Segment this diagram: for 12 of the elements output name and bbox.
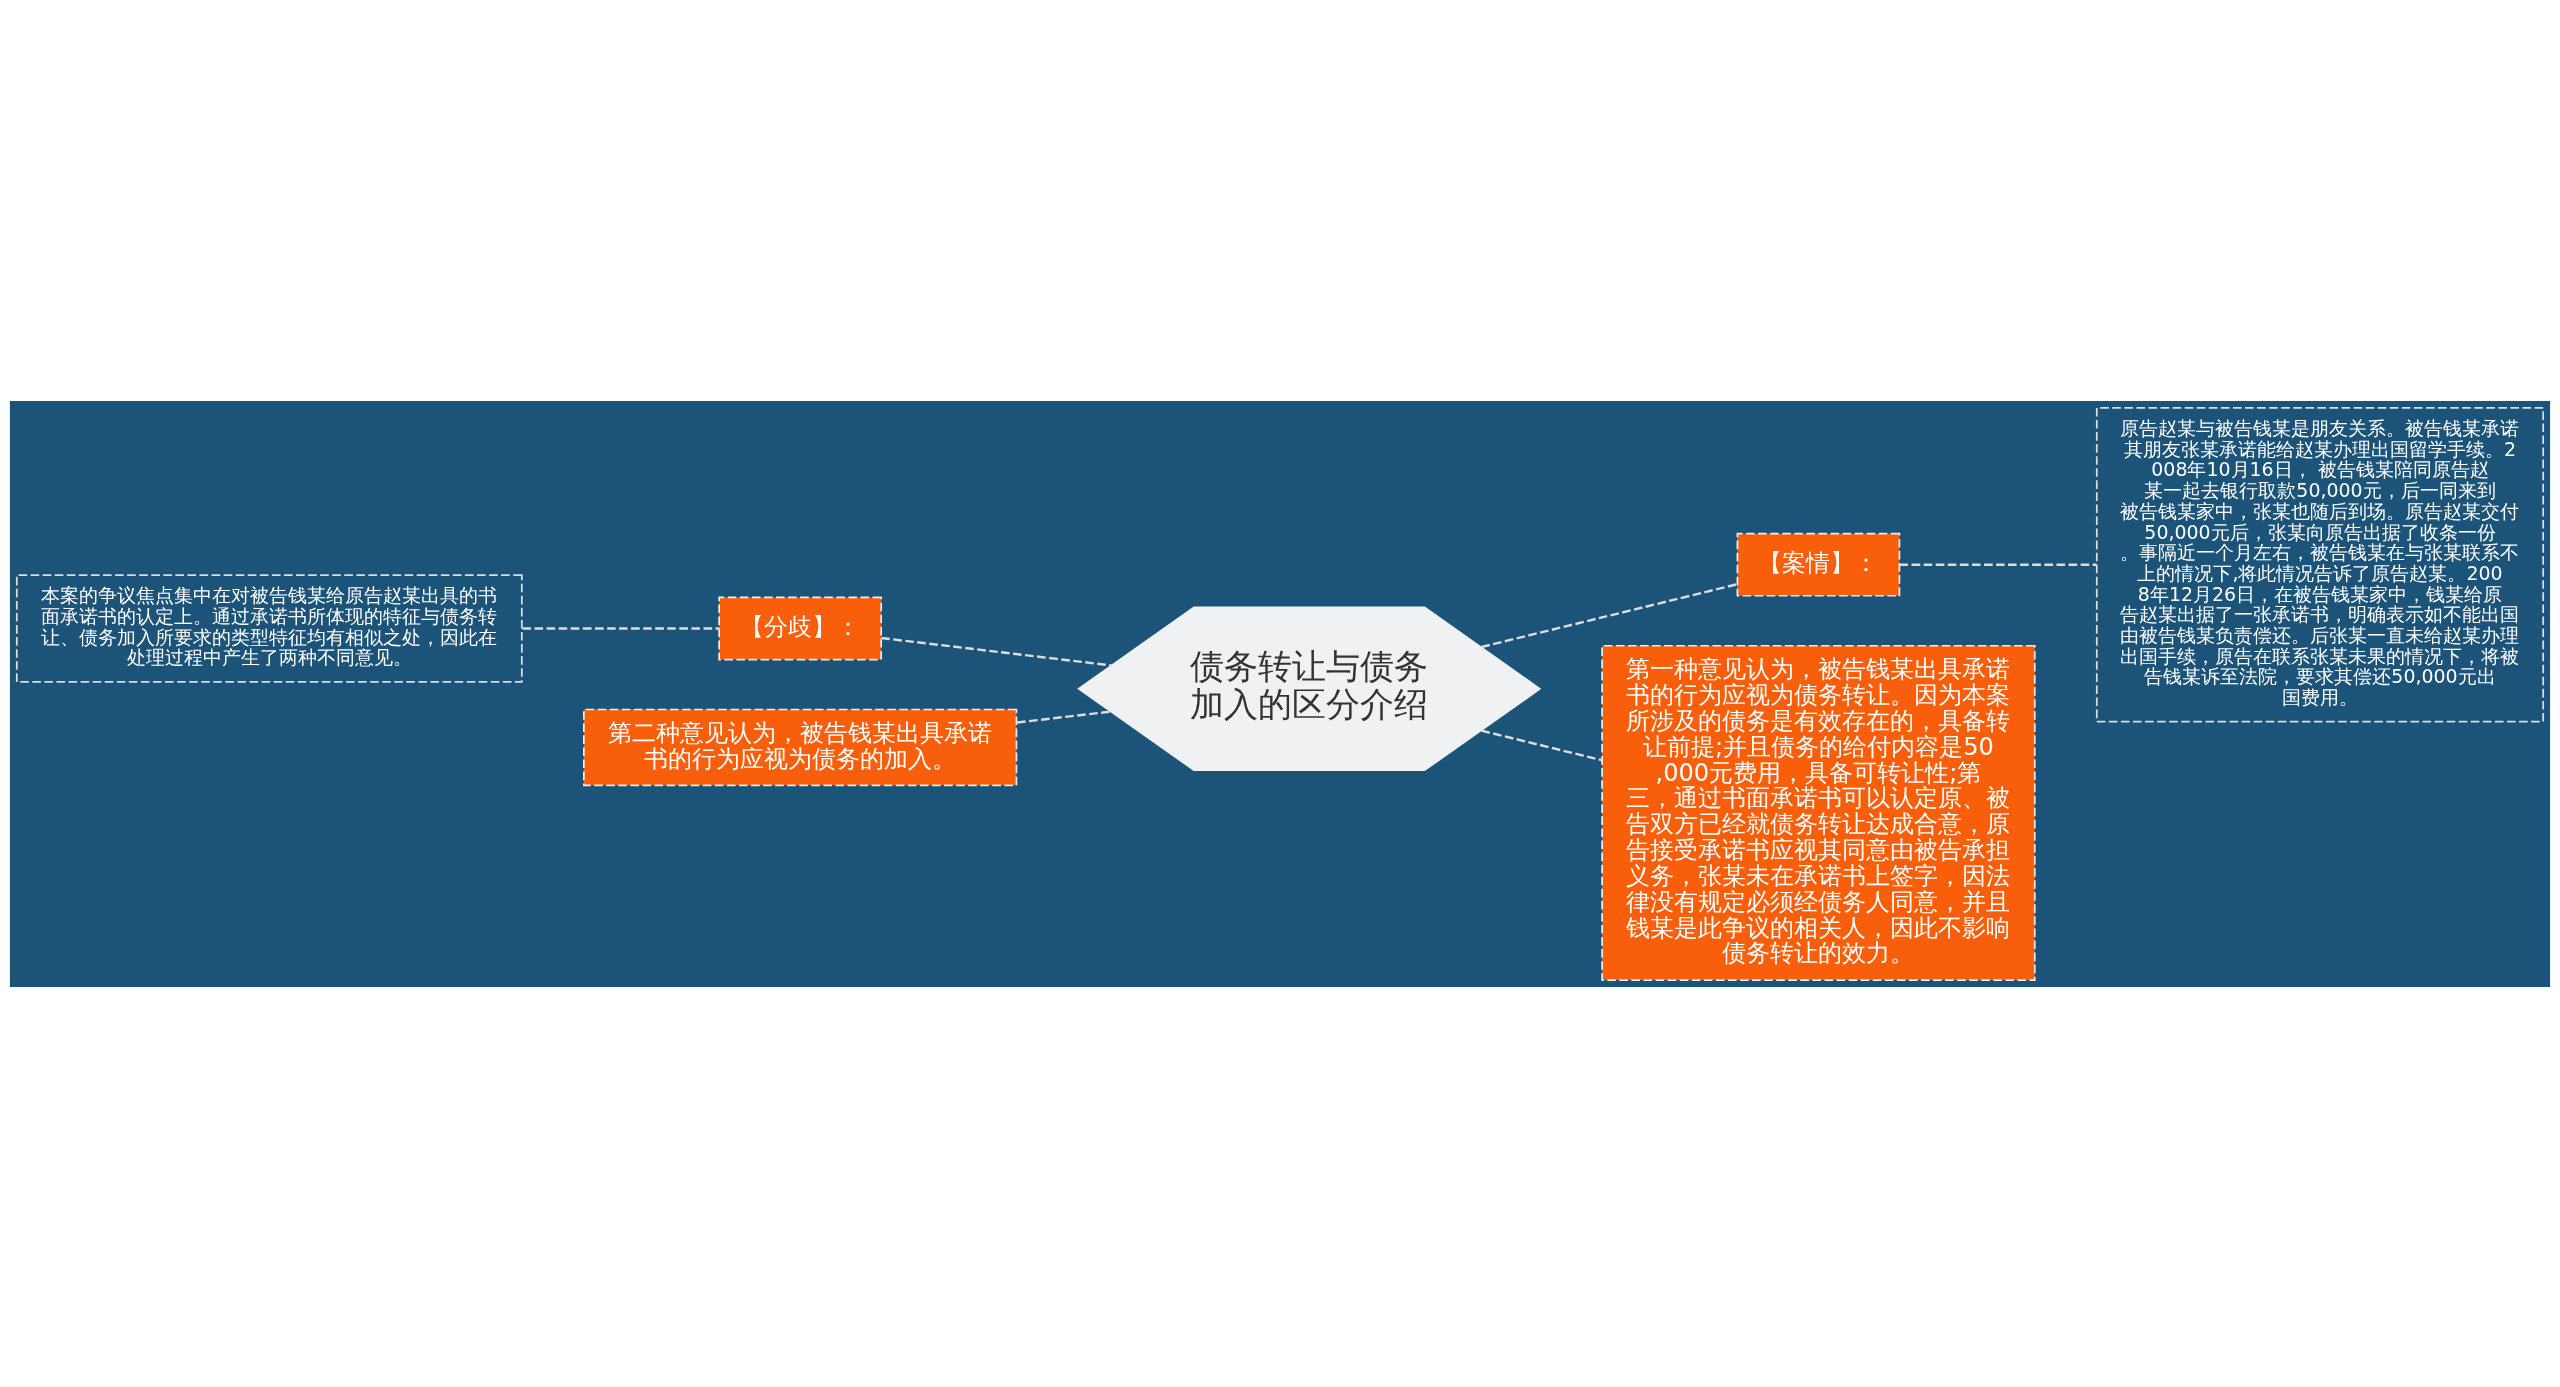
node-box: 第一种意见认为，被告钱某出具承诺书的行为应视为债务转让。因为本案所涉及的债务是有效存在的，具备转让前提;并且债务的给付内容是50,000元费用，具备可转让性;第三，通过书面承诺书可以认定原、被告双方已经就债务转让达成合意，原告接受承诺书应视其同意由被告承担义务，张某未在承诺书上签字，因法律没有规定必须经债务人同意，并且钱某是此争议的相关人，因此不影响债务转让的效力。 [1601,644,2036,981]
node-box: 【分歧】： [718,596,883,660]
connector [1481,582,1738,648]
connector [1481,729,1603,761]
connector [881,636,1112,667]
connector [522,626,720,630]
node-box: 本案的争议焦点集中在对被告钱某给原告赵某出具的书面承诺书的认定上。通过承诺书所体现的特征与债务转让、债务加入所要求的类型特征均有相似之处，因此在处理过程中产生了两种不同意见。 [15,573,523,683]
node-box: 【案情】： [1736,532,1901,597]
node-box: 原告赵某与被告钱某是朋友关系。被告钱某承诺其朋友张某承诺能给赵某办理出国留学手续。2008年10月16日， 被告钱某陪同原告赵某一起去银行取款50,000元，后一同来到被告钱某家中，张某也随后到场。原告赵某交付50,000元后，张某向原告出据了收条一份。事隔近一个月左右，被告钱某在与张某联系不上的情况下,将此情况告诉了原告赵某。2008年12月26日，在被告钱某家中，钱某给原告赵某出据了一张承诺书，明确表示如不能出国由被告钱某负责偿还。后张某一直未给赵某办理出国手续，原告在联系张某未果的情况下，将被告钱某诉至法院，要求其偿还50,000元出国费用。 [2095,406,2545,722]
node-box: 第二种意见认为，被告钱某出具承诺书的行为应视为债务的加入。 [583,708,1018,786]
connector [1899,563,2097,566]
connector [1016,710,1111,724]
